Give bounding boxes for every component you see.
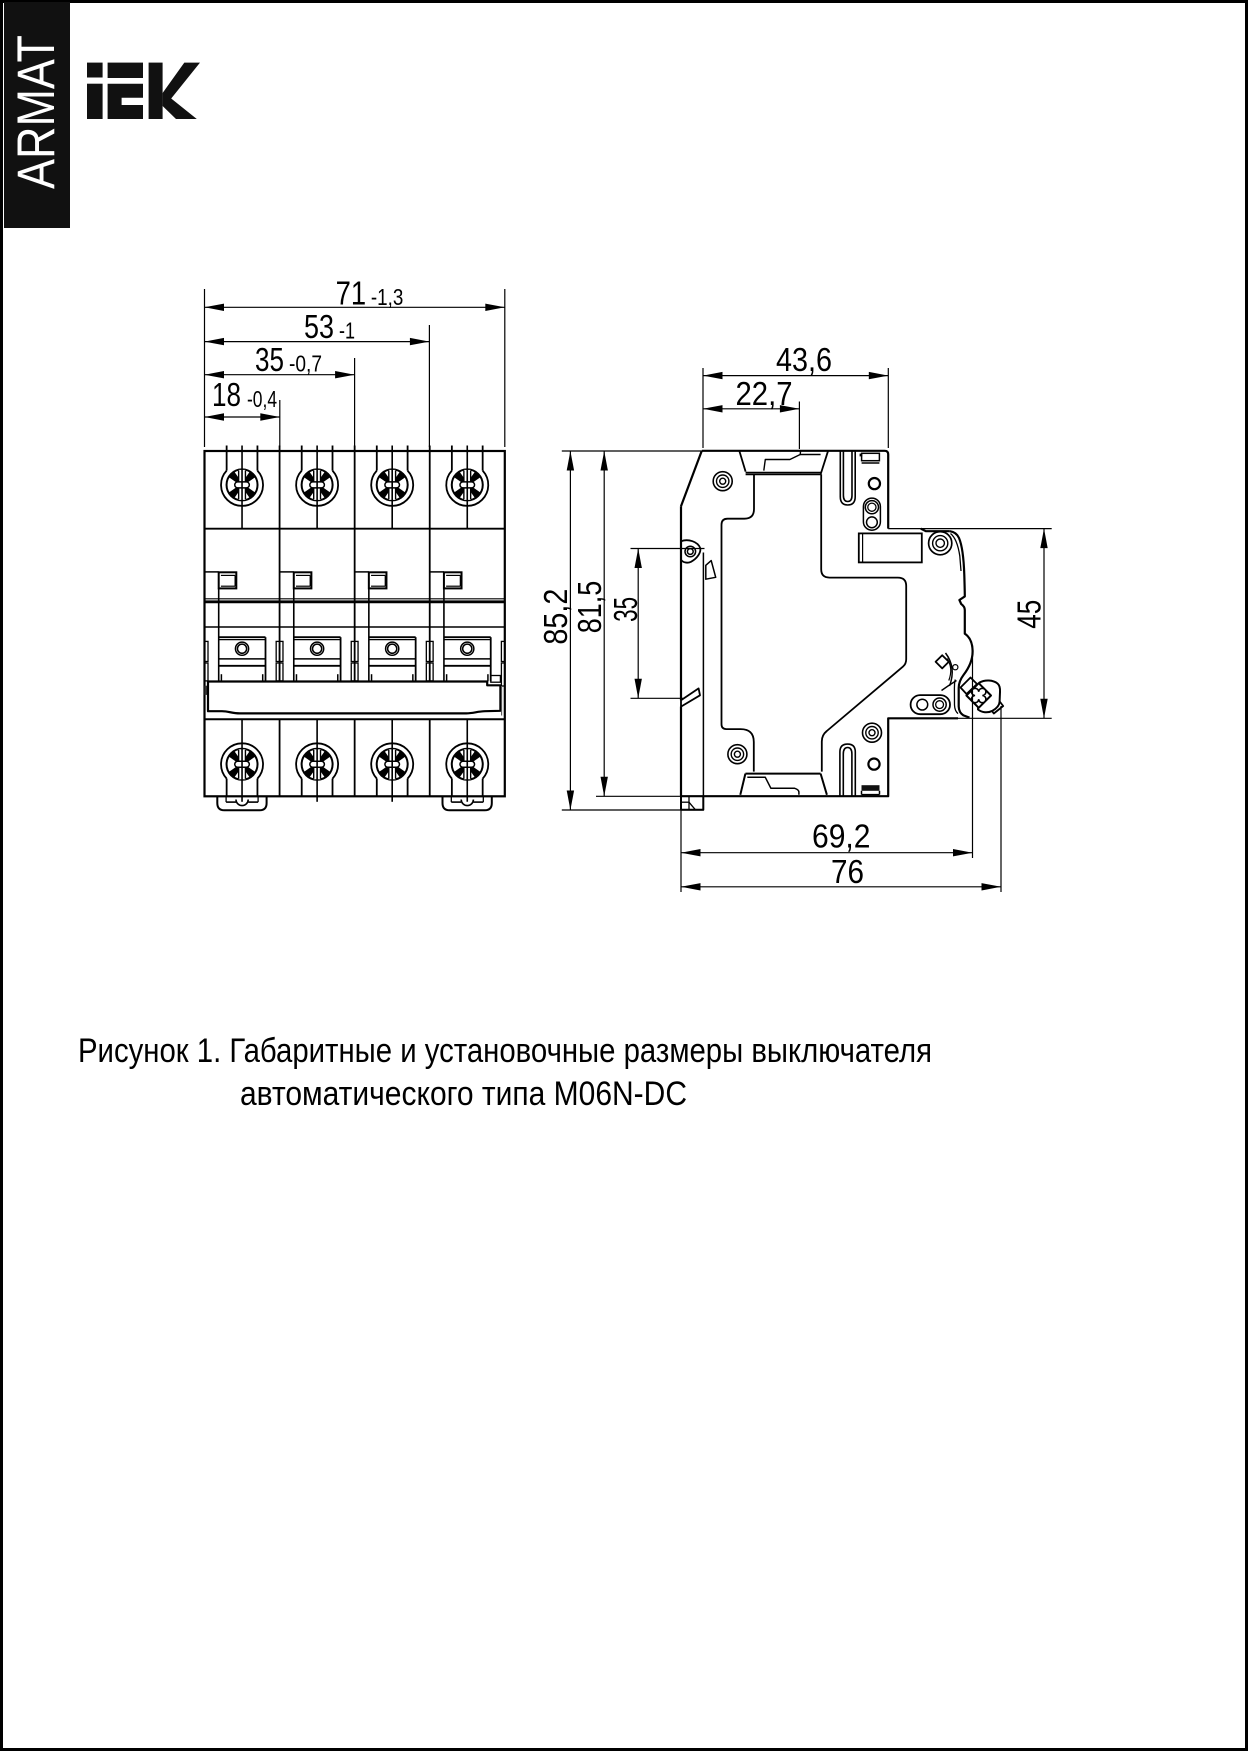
svg-text:71: 71 — [336, 275, 367, 312]
svg-text:69,2: 69,2 — [812, 817, 871, 854]
svg-text:автоматического типа M06N-DC: автоматического типа M06N-DC — [240, 1075, 687, 1113]
svg-text:43,6: 43,6 — [776, 341, 832, 378]
svg-text:-0,7: -0,7 — [289, 351, 322, 377]
svg-text:ARMAT: ARMAT — [7, 35, 66, 189]
svg-text:45: 45 — [1011, 600, 1048, 629]
svg-text:81,5: 81,5 — [571, 581, 608, 634]
svg-text:-0,4: -0,4 — [247, 386, 277, 412]
svg-text:53: 53 — [304, 308, 334, 345]
svg-text:35: 35 — [607, 597, 644, 622]
svg-text:Рисунок 1. Габаритные и устано: Рисунок 1. Габаритные и установочные раз… — [78, 1032, 932, 1070]
svg-text:35: 35 — [255, 341, 284, 378]
svg-text:22,7: 22,7 — [736, 375, 793, 412]
svg-text:-1,3: -1,3 — [371, 284, 403, 310]
svg-text:-1: -1 — [339, 318, 355, 344]
svg-text:76: 76 — [831, 853, 864, 890]
svg-text:18: 18 — [212, 376, 241, 413]
svg-text:85,2: 85,2 — [537, 589, 574, 645]
